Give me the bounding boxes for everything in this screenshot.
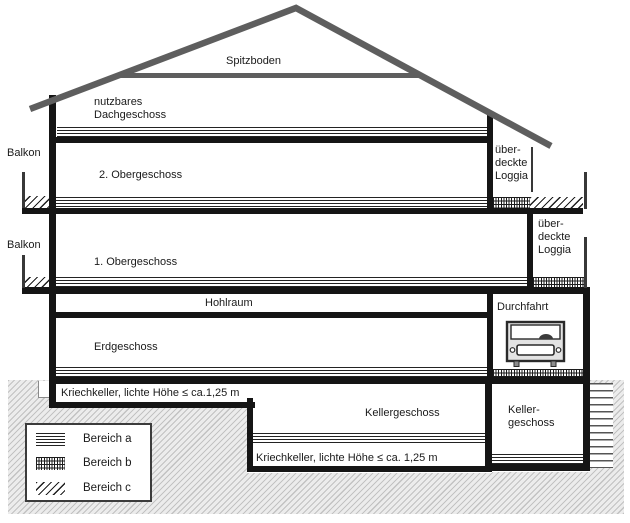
left-exterior-wall [49,95,56,405]
roof [28,4,553,149]
label-balkon-top: Balkon [7,147,41,159]
floor1-slab [22,287,590,294]
legend-row-bereich-a: Bereich a [27,433,150,447]
label-loggia-top-line3: Loggia [495,170,529,182]
floor1-hatch [56,277,527,288]
label-floor1: 1. Obergeschoss [94,256,178,268]
legend-label-bereich-c: Bereich c [83,482,131,494]
balcony1-slab-hatch [22,277,52,288]
terrace-top-hatch [530,197,583,208]
label-kriechkeller-left: Kriechkeller, lichte Höhe ≤ ca.1,25 m [61,387,240,399]
legend-swatch-diagonal-lines [36,482,65,495]
terrace-edge-railing [584,172,587,209]
passage-left-wall [487,294,493,384]
label-attic: nutzbares Dachgeschoss [94,96,166,122]
truck-icon [505,320,566,367]
label-loggia-mid: über- deckte Loggia [538,218,571,257]
attic-floor-hatch [57,127,487,138]
label-keller-right: Keller- geschoss [508,404,554,430]
loggia-mid-railing [584,237,587,288]
basement-mid-bottom [247,466,492,472]
label-balkon-mid: Balkon [7,239,41,251]
passage-floor-hatch [493,369,583,378]
legend-row-bereich-b: Bereich b [27,457,150,471]
basement-right-bottom [485,464,590,471]
basement-right-hatch [492,454,583,464]
retaining-wall-hatch [588,383,613,468]
basement-step-wall [247,398,253,472]
groundfloor-hatch [56,367,487,378]
basement-right-left-wall [485,384,492,471]
loggia-top-railing [531,147,533,192]
label-attic-line2: Dachgeschoss [94,109,167,121]
crawlspace-left-bottom [49,402,255,408]
label-attic-line1: nutzbares [94,96,143,108]
label-keller-right-line2: geschoss [508,417,555,429]
label-kriechkeller-right: Kriechkeller, lichte Höhe ≤ ca. 1,25 m [256,452,438,464]
label-loggia-top-line1: über- [495,144,521,156]
basement-mid-area [247,380,492,473]
label-kellergeschoss-mid: Kellergeschoss [365,407,440,419]
balcony2-railing [22,172,25,208]
legend-row-bereich-c: Bereich c [27,482,150,496]
floor2-hatch [56,197,487,208]
label-erdgeschoss: Erdgeschoss [94,341,158,353]
label-loggia-mid-line3: Loggia [538,244,572,256]
right-exterior-wall [583,294,590,470]
loggia-mid-floor-hatch [533,277,585,288]
floor2-slab [22,208,583,214]
legend-swatch-dense-grid [36,457,65,470]
label-floor2: 2. Obergeschoss [99,169,183,181]
hollow-space-bottom-slab [54,312,493,318]
legend: Bereich a Bereich b Bereich c [25,423,152,502]
balcony2-slab-hatch [22,196,52,208]
legend-label-bereich-b: Bereich b [83,457,132,469]
label-durchfahrt: Durchfahrt [497,301,549,313]
legend-label-bereich-a: Bereich a [83,433,132,445]
right-wall-floor1 [527,213,533,294]
label-hohlraum: Hohlraum [205,297,253,309]
label-keller-right-line1: Keller- [508,404,540,416]
balcony1-railing [22,255,25,288]
roof-slopes [28,4,553,149]
label-loggia-mid-line2: deckte [538,231,571,243]
groundfloor-slab [49,377,590,384]
label-loggia-mid-line1: über- [538,218,564,230]
label-spitzboden: Spitzboden [226,55,282,67]
label-loggia-top: über- deckte Loggia [495,144,528,183]
attic-floor-slab [49,137,493,143]
label-loggia-top-line2: deckte [495,157,528,169]
legend-swatch-horizontal-lines [36,433,65,446]
right-wall-upper [487,111,493,213]
loggia-top-floor-hatch [493,197,530,208]
basement-mid-hatch [253,433,485,445]
